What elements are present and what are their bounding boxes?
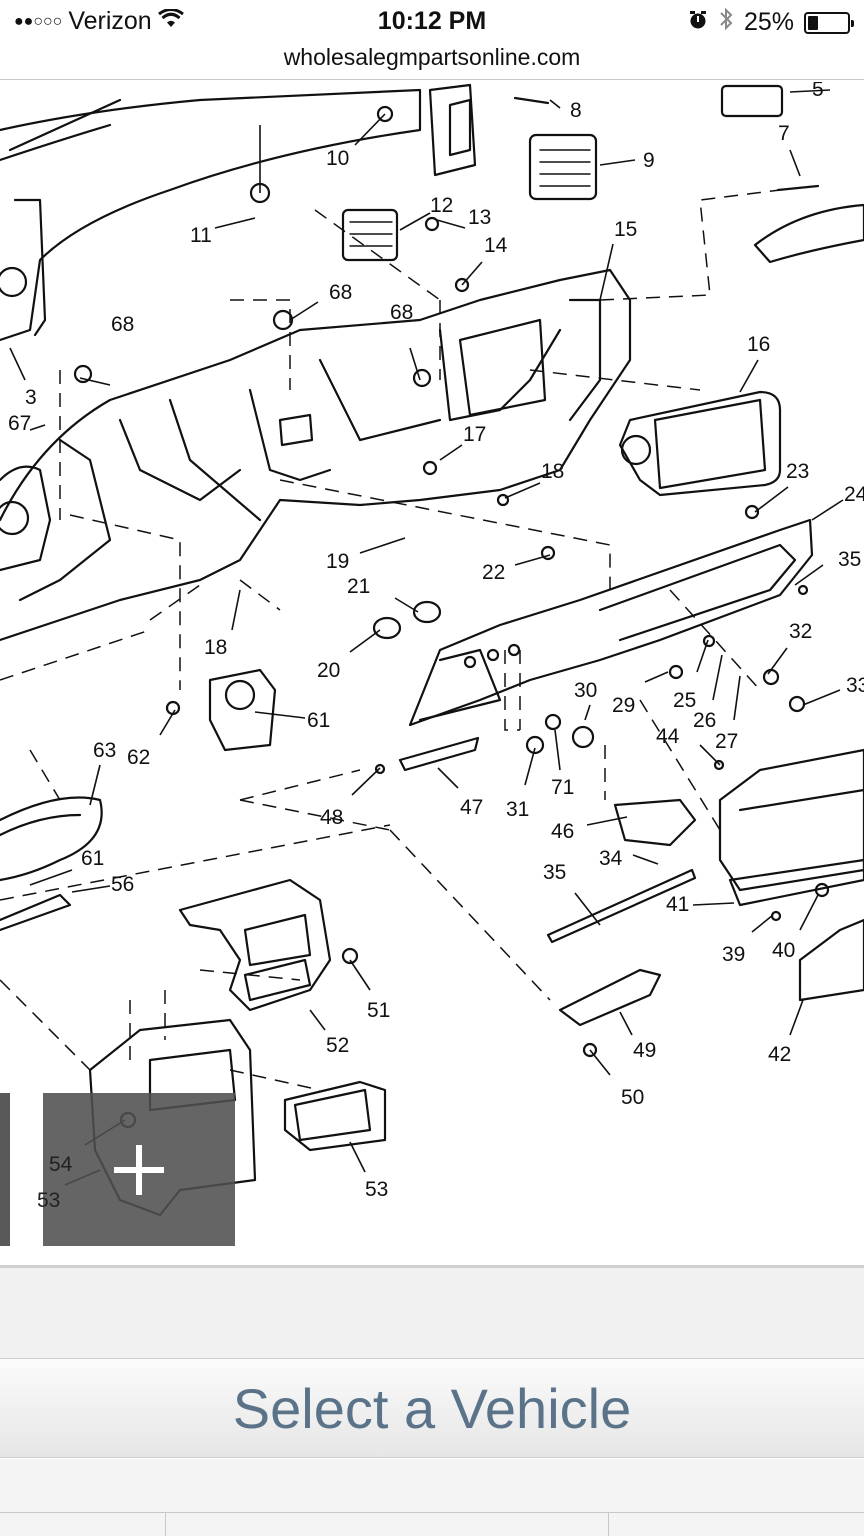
parts-diagram[interactable]: 5 8 7 9 10 11 12 13 14 15 68 68 68 16 3 … (0, 82, 864, 1267)
callout-label: 32 (789, 620, 812, 643)
callout-label: 52 (326, 1034, 349, 1057)
callout-label: 63 (93, 739, 116, 762)
select-vehicle-label: Select a Vehicle (232, 1376, 632, 1440)
callout-label: 35 (838, 548, 861, 571)
callout-label: 68 (329, 281, 352, 304)
callout-label: 17 (463, 423, 486, 446)
callout-label: 42 (768, 1043, 791, 1066)
callout-label: 20 (317, 659, 340, 682)
plus-icon (114, 1144, 164, 1195)
callout-label: 47 (460, 796, 483, 819)
battery-percent: 25% (743, 8, 794, 36)
callout-label: 35 (543, 861, 566, 884)
diagram-linework (0, 83, 864, 1217)
clock: 10:12 PM (377, 7, 487, 35)
callout-numbers: 5 8 7 9 10 11 12 13 14 15 68 68 68 16 3 … (8, 82, 864, 1201)
previous-image-tile[interactable] (0, 1093, 10, 1246)
callout-label: 51 (367, 999, 390, 1022)
callout-label: 24 (844, 483, 864, 506)
callout-label: 27 (715, 730, 738, 753)
callout-label: 25 (673, 689, 696, 712)
callout-label: 61 (81, 847, 104, 870)
callout-label: 39 (722, 943, 745, 966)
callout-label: 11 (190, 224, 212, 247)
callout-label: 15 (614, 218, 637, 241)
callout-label: 18 (541, 460, 564, 483)
callout-label: 50 (621, 1086, 644, 1109)
callout-label: 13 (468, 206, 491, 229)
select-vehicle-button[interactable]: Select a Vehicle (0, 1358, 864, 1458)
callout-label: 5 (812, 82, 824, 101)
zoom-in-button[interactable]: 54 53 (37, 1093, 235, 1246)
address-bar[interactable]: wholesalegmpartsonline.com (0, 42, 864, 80)
callout-label: 9 (643, 149, 655, 172)
callout-label: 68 (111, 313, 134, 336)
callout-label: 14 (484, 234, 508, 257)
callout-label: 12 (430, 194, 453, 217)
spacer-band (0, 1268, 864, 1358)
signal-strength-icon: ●●○○○ (14, 12, 63, 30)
callout-label: 56 (111, 873, 134, 896)
callout-label: 22 (482, 561, 505, 584)
callout-label: 71 (551, 776, 574, 799)
leader-lines (9, 89, 844, 1186)
callout-label: 3 (25, 386, 37, 409)
callout-label: 49 (633, 1039, 656, 1062)
callout-label: 54 (49, 1153, 73, 1176)
callout-label: 34 (599, 847, 623, 870)
battery-level-fill (808, 15, 818, 30)
callout-label: 19 (326, 550, 349, 573)
callout-label: 31 (506, 798, 529, 821)
callout-label: 68 (390, 301, 413, 324)
url-text: wholesalegmpartsonline.com (283, 44, 581, 70)
callout-label: 26 (693, 709, 716, 732)
bottom-band (0, 1459, 864, 1536)
callout-label: 53 (365, 1178, 388, 1201)
callout-label: 61 (307, 709, 330, 732)
callout-label: 18 (204, 636, 227, 659)
callout-label: 23 (786, 460, 809, 483)
status-bar: ●●○○○ Verizon 10:12 PM 25% (0, 0, 864, 44)
callout-label: 44 (656, 725, 680, 748)
callout-label: 62 (127, 746, 150, 769)
callout-label: 7 (778, 122, 790, 145)
callout-label: 21 (347, 575, 370, 598)
carrier-name: Verizon (68, 7, 152, 35)
alarm-icon (688, 8, 708, 37)
callout-label: 48 (320, 806, 343, 829)
callout-label: 40 (772, 939, 795, 962)
content-divider (0, 1265, 864, 1268)
callout-label: 8 (570, 99, 582, 122)
wifi-icon (157, 7, 184, 36)
callout-label: 30 (574, 679, 597, 702)
callout-label: 46 (551, 820, 574, 843)
battery-icon (804, 11, 854, 34)
callout-label: 41 (666, 893, 689, 916)
callout-label: 16 (747, 333, 770, 356)
bluetooth-icon (718, 7, 734, 38)
callout-label: 67 (8, 412, 31, 435)
tab-separator (608, 1513, 609, 1536)
guide-lines (0, 189, 781, 1091)
callout-label: 33 (846, 674, 864, 697)
status-right-group: 25% (688, 7, 854, 38)
callout-label: 29 (612, 694, 635, 717)
carrier-info: ●●○○○ Verizon (14, 7, 184, 36)
bottom-tab-row (0, 1512, 864, 1536)
diagram-drawing: 5 8 7 9 10 11 12 13 14 15 68 68 68 16 3 … (0, 82, 864, 1217)
callout-label: 53 (37, 1189, 61, 1212)
tab-separator (165, 1513, 166, 1536)
callout-label: 10 (326, 147, 349, 170)
